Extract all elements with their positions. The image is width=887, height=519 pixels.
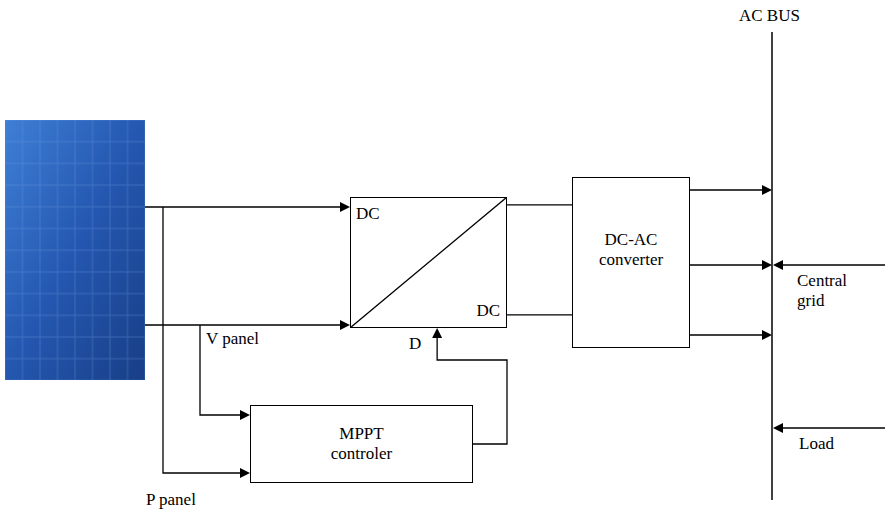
load-label: Load bbox=[798, 434, 835, 454]
mppt-controller: MPPT controler bbox=[250, 405, 473, 483]
bus-arrow-heads bbox=[762, 185, 783, 433]
panel-wires bbox=[145, 207, 342, 473]
ac-bus bbox=[771, 32, 773, 500]
bus-label: AC BUS bbox=[738, 6, 801, 26]
connector-line bbox=[507, 314, 572, 315]
bus-feeds bbox=[690, 190, 885, 428]
node-text: MPPT controler bbox=[312, 424, 412, 464]
signal-label: P panel bbox=[145, 490, 197, 510]
solar-panel bbox=[5, 120, 145, 380]
node-text: DC-AC converter bbox=[585, 230, 677, 270]
connector bbox=[432, 328, 507, 444]
connector-line bbox=[507, 204, 572, 205]
source-label: Central grid bbox=[796, 271, 868, 311]
dc-dc-converter: DC DC bbox=[350, 197, 507, 328]
connector bbox=[507, 204, 572, 205]
dc-ac-converter: DC-AC converter bbox=[572, 177, 690, 348]
signal-label: V panel bbox=[205, 329, 260, 349]
arrow-head bbox=[432, 328, 442, 338]
node-text: DC bbox=[476, 301, 500, 321]
connector bbox=[507, 314, 572, 315]
diagonal-line bbox=[351, 198, 506, 327]
signal-label: D bbox=[408, 334, 422, 354]
node-text: DC bbox=[356, 204, 380, 224]
